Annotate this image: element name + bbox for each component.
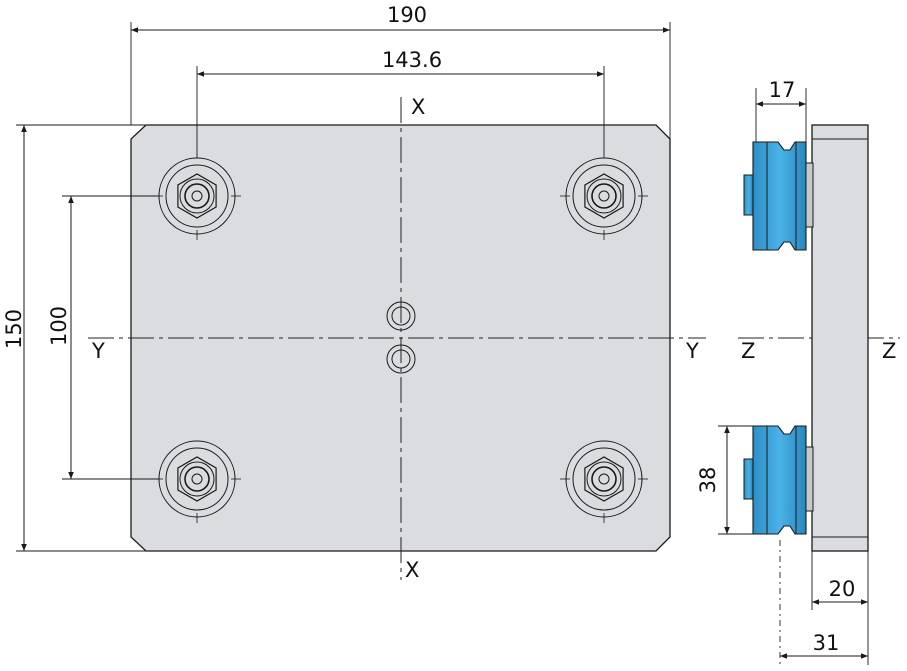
dim-roller-diameter: 38 bbox=[696, 467, 720, 494]
dim-hole-spacing-x: 143.6 bbox=[382, 48, 442, 72]
center-hole-lower bbox=[386, 344, 416, 374]
dimension-lines-front bbox=[21, 27, 670, 551]
side-plate bbox=[811, 124, 869, 552]
dim-overall-height: 150 bbox=[2, 309, 26, 349]
side-roller-upper bbox=[743, 141, 814, 251]
axis-x-bottom: X bbox=[405, 558, 419, 582]
dim-roller-width: 17 bbox=[769, 78, 796, 102]
roller-stud-top-right bbox=[560, 157, 648, 240]
center-hole-upper bbox=[386, 301, 416, 331]
axis-z-right: Z bbox=[882, 339, 896, 363]
axis-x-top: X bbox=[411, 95, 425, 119]
roller-stud-bottom-left bbox=[153, 440, 241, 523]
side-roller-lower bbox=[743, 425, 814, 535]
dim-hole-spacing-y: 100 bbox=[47, 306, 71, 346]
axis-y-left: Y bbox=[91, 339, 105, 363]
dim-total-depth: 31 bbox=[813, 631, 840, 655]
axis-z-left: Z bbox=[741, 339, 755, 363]
dim-plate-thickness: 20 bbox=[829, 577, 856, 601]
extension-lines bbox=[16, 22, 671, 552]
axis-y-right: Y bbox=[685, 339, 699, 363]
roller-stud-bottom-right bbox=[560, 440, 648, 523]
roller-stud-top-left bbox=[153, 157, 241, 240]
dim-overall-width: 190 bbox=[387, 3, 427, 27]
dimension-lines-side bbox=[718, 88, 869, 665]
